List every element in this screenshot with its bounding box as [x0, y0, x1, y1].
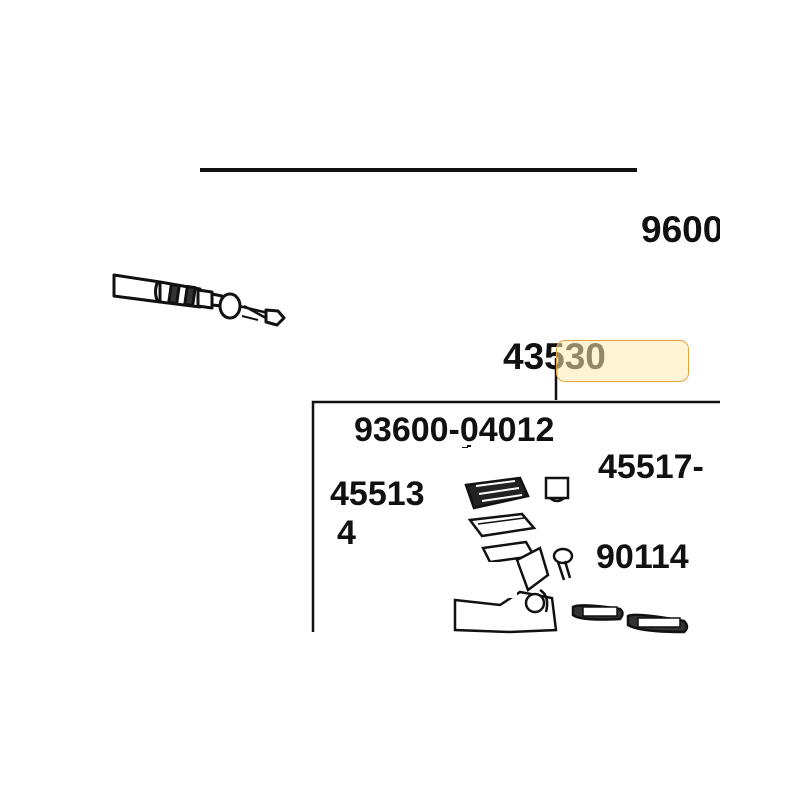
occlusion-mask-3 [455, 562, 517, 598]
diaphragm-illustration [467, 512, 537, 538]
right-edge-clip [720, 200, 800, 640]
occlusion-mask-2 [358, 530, 463, 560]
label-partial-left: 4 [337, 514, 356, 552]
piston-kit-illustration [571, 604, 689, 634]
reservoir-cap-illustration [464, 476, 530, 510]
label-cap: 45513 [330, 475, 425, 513]
label-nut: 90114 [596, 538, 689, 576]
label-top-right: 9600 [641, 209, 724, 250]
cable-part-illustration [112, 273, 286, 327]
plug-illustration [544, 470, 570, 503]
master-cylinder-illustration [453, 540, 558, 634]
occlusion-mask-1 [458, 448, 598, 476]
label-bolt: 93600-04012 [354, 411, 555, 449]
assembly-highlight-box[interactable] [556, 340, 689, 382]
label-right-top: 45517- [598, 448, 704, 486]
nut-illustration [552, 547, 574, 581]
assembly-bracket [311, 400, 720, 632]
